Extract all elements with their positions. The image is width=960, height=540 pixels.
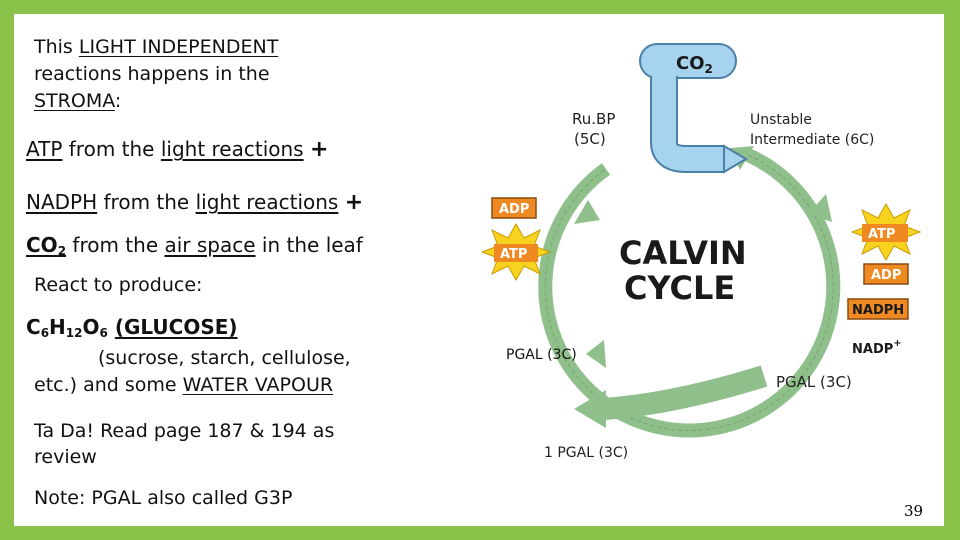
cycle-arrow-left (574, 200, 600, 224)
pgal-right-label: PGAL (3C) (776, 373, 852, 391)
cycle-title: CYCLE (624, 269, 735, 307)
line-react: React to produce: (34, 274, 203, 296)
line-sucrose: (sucrose, starch, cellulose, (98, 347, 351, 369)
adp-left-badge (491, 197, 537, 219)
line-tada: Ta Da! Read page 187 & 194 as (34, 420, 335, 442)
line-review: review (34, 446, 97, 468)
cycle-arrow-bottom-left (586, 340, 606, 368)
slide: This LIGHT INDEPENDENT reactions happens… (14, 14, 944, 526)
intermediate-label: Intermediate (6C) (750, 132, 874, 148)
line-nadph: NADPH from the light reactions + (26, 190, 364, 215)
term-light-independent: LIGHT INDEPENDENT (78, 36, 279, 58)
line-light-independent: This LIGHT INDEPENDENT (34, 36, 279, 58)
atp-left-label: ATP (500, 247, 527, 262)
calvin-title: CALVIN (619, 234, 747, 272)
line-stroma: STROMA: (34, 90, 122, 112)
cycle-arrow-right (808, 194, 832, 222)
rubp-label: Ru.BP (572, 110, 615, 128)
term-co2: CO2 (26, 233, 67, 258)
atp-right-label: ATP (868, 227, 895, 242)
nadph-badge (847, 298, 909, 320)
co2-tube: CO2 (639, 43, 748, 174)
pgal-left-label: PGAL (3C) (506, 347, 577, 363)
calvin-cycle-diagram: CO2 Ru.BP (5C) Unstable Intermediate (6C… (480, 43, 922, 461)
line-note: Note: PGAL also called G3P (34, 487, 293, 509)
line-water: etc.) and some WATER VAPOUR (34, 374, 334, 396)
unstable-label: Unstable (750, 112, 812, 128)
cycle-ring (538, 146, 841, 438)
co2-label: CO2 (676, 53, 713, 76)
pgal-bottom-label: 1 PGAL (3C) (544, 445, 628, 461)
nadph-label: NADPH (852, 303, 904, 318)
plus-sign: + (309, 137, 329, 162)
plus-sign: + (344, 190, 364, 215)
line-reactions-happen: reactions happens in the (34, 63, 270, 85)
slide-number: 39 (904, 502, 924, 520)
term-water-vapour: WATER VAPOUR (182, 374, 334, 396)
term-atp: ATP (26, 137, 63, 161)
pgal-exit-arrow (603, 365, 768, 420)
atp-right-badge (862, 224, 908, 242)
term-stroma: STROMA (34, 90, 115, 112)
adp-left-label: ADP (499, 202, 529, 217)
adp-right-badge (863, 263, 909, 285)
line-glucose: C6H12O6 (GLUCOSE) (26, 315, 238, 340)
line-co2: CO2 from the air space in the leaf (26, 233, 363, 258)
nadp-label: NADP+ (852, 338, 902, 357)
line-atp: ATP from the light reactions + (26, 137, 329, 162)
term-glucose: (GLUCOSE) (114, 315, 238, 339)
adp-right-label: ADP (871, 268, 901, 283)
atp-left-badge (494, 244, 538, 262)
rubp-carbon-label: (5C) (574, 130, 606, 148)
term-nadph: NADPH (26, 190, 98, 214)
